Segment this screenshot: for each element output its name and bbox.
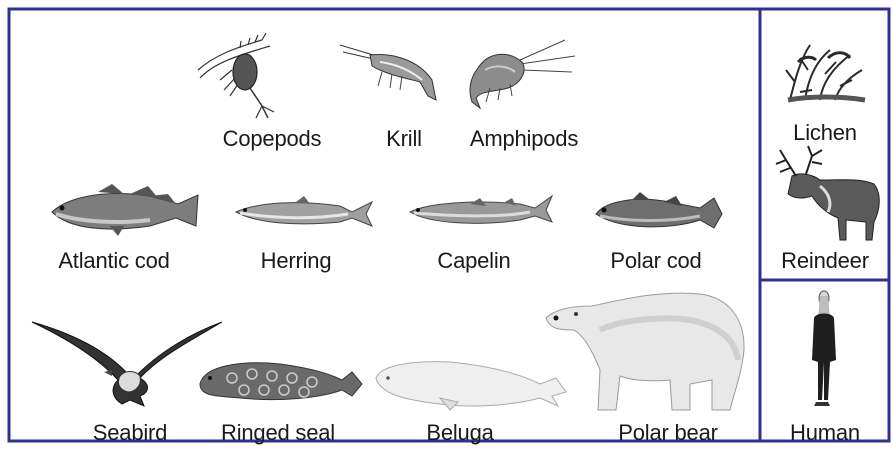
reindeer-illustration [776, 146, 879, 240]
lichen-illustration [786, 45, 865, 100]
label-herring: Herring [261, 248, 332, 274]
ringed-seal-illustration [200, 363, 362, 400]
seabird-illustration [32, 322, 222, 406]
label-atlantic-cod: Atlantic cod [58, 248, 169, 274]
label-human: Human [790, 420, 860, 446]
label-polar-cod: Polar cod [610, 248, 701, 274]
atlantic-cod-illustration [52, 184, 198, 236]
label-amphipods: Amphipods [470, 126, 578, 152]
copepod-illustration [198, 33, 274, 118]
label-seabird: Seabird [93, 420, 167, 446]
label-ringed-seal: Ringed seal [221, 420, 335, 446]
polar-bear-illustration [546, 293, 744, 410]
beluga-illustration [376, 362, 566, 410]
label-krill: Krill [386, 126, 422, 152]
label-polar-bear: Polar bear [618, 420, 718, 446]
polar-cod-illustration [596, 192, 722, 228]
label-capelin: Capelin [437, 248, 510, 274]
label-lichen: Lichen [793, 120, 857, 146]
human-illustration [812, 291, 836, 406]
capelin-illustration [410, 196, 552, 223]
amphipod-illustration [470, 40, 575, 108]
krill-illustration [340, 45, 436, 100]
label-copepods: Copepods [223, 126, 322, 152]
label-reindeer: Reindeer [781, 248, 869, 274]
herring-illustration [236, 196, 372, 226]
label-beluga: Beluga [426, 420, 493, 446]
